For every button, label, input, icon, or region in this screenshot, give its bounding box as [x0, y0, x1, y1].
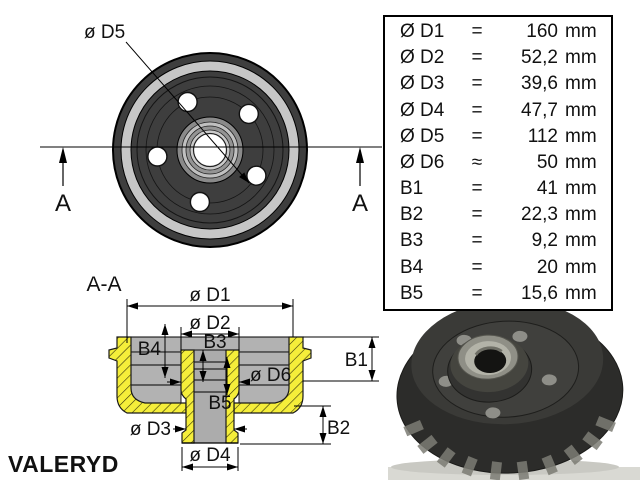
d4-label: ø D4 — [189, 445, 231, 466]
dim-relation: = — [471, 47, 483, 69]
bolt-holes — [147, 91, 267, 213]
section-dimensions — [126, 299, 379, 471]
front-view-drawing: ø D5 A A — [40, 22, 382, 248]
b1-label: B1 — [345, 350, 368, 371]
drum-photo-body — [396, 299, 624, 480]
dim-label: B3 — [400, 230, 424, 252]
d6-label: ø D6 — [250, 365, 291, 386]
dim-relation: = — [471, 178, 483, 200]
section-marker-left-label: A — [55, 190, 71, 217]
table-row: Ø D4 = 47,7 mm — [385, 99, 611, 123]
dim-value: 20 — [536, 256, 558, 278]
dim-relation: = — [471, 21, 483, 43]
dim-value: 41 — [536, 178, 558, 200]
center-bore — [192, 132, 228, 168]
d5-leader — [125, 41, 250, 184]
dim-unit: mm — [565, 282, 597, 304]
d3-label: ø D3 — [130, 419, 171, 440]
dim-value: 22,3 — [521, 204, 558, 226]
dim-unit: mm — [565, 125, 597, 147]
d1-label: ø D1 — [189, 285, 230, 306]
b4-label: B4 — [138, 339, 162, 360]
section-detail-lines — [117, 336, 303, 434]
dim-relation: = — [471, 256, 483, 278]
section-view-drawing: A-A — [86, 273, 379, 471]
table-row: Ø D1 = 160 mm — [385, 20, 611, 44]
dim-label: B4 — [400, 256, 424, 278]
dim-unit: mm — [565, 21, 597, 43]
table-row: Ø D3 = 39,6 mm — [385, 72, 611, 96]
hub-rings — [176, 116, 244, 184]
dim-value: 160 — [526, 21, 558, 43]
section-marker-left: A — [55, 147, 71, 217]
dim-relation: = — [471, 99, 483, 121]
section-gray-areas — [130, 336, 290, 444]
dim-relation: = — [471, 125, 483, 147]
dim-label: Ø D5 — [400, 125, 445, 147]
dim-relation: = — [471, 230, 483, 252]
product-photo — [388, 299, 640, 480]
dim-relation: = — [471, 282, 483, 304]
dim-label: B1 — [400, 178, 424, 200]
dim-relation: ≈ — [471, 151, 483, 173]
dim-unit: mm — [565, 73, 597, 95]
dim-unit: mm — [565, 99, 597, 121]
dim-value: 47,7 — [521, 99, 558, 121]
dim-label: B2 — [400, 204, 424, 226]
dim-unit: mm — [565, 151, 597, 173]
brand-logo: VALERYD — [8, 450, 178, 478]
section-marker-right: A — [352, 147, 368, 217]
dimension-table: Ø D1 = 160 mm Ø D2 = 52,2 mm Ø D3 = 39,6… — [383, 15, 613, 311]
dim-value: 112 — [527, 125, 558, 147]
dim-unit: mm — [565, 256, 597, 278]
table-row: B2 = 22,3 mm — [385, 203, 611, 227]
dim-label: Ø D3 — [400, 73, 445, 95]
dim-value: 15,6 — [521, 282, 558, 304]
dim-unit: mm — [565, 204, 597, 226]
table-row: Ø D2 = 52,2 mm — [385, 46, 611, 70]
b2-label: B2 — [327, 418, 350, 439]
dim-label: Ø D2 — [400, 47, 445, 69]
dim-label: Ø D1 — [400, 21, 445, 43]
section-marker-right-label: A — [352, 190, 368, 217]
dim-label: Ø D6 — [400, 151, 445, 173]
dim-unit: mm — [565, 230, 597, 252]
dim-value: 52,2 — [521, 47, 558, 69]
section-dimension-labels: ø D1 ø D2 B4 B3 B5 ø D6 B1 B2 ø D3 ø D4 — [130, 285, 368, 466]
brand-logo-text: VALERYD — [8, 451, 119, 477]
section-title: A-A — [86, 273, 121, 296]
drum-photo-hub — [447, 334, 533, 403]
dim-value: 39,6 — [521, 73, 558, 95]
dim-label: Ø D4 — [400, 99, 445, 121]
dim-unit: mm — [565, 178, 597, 200]
d5-dimension-label: ø D5 — [84, 22, 125, 43]
left-wall — [108, 336, 187, 414]
table-row: B1 = 41 mm — [385, 177, 611, 201]
table-row: Ø D5 = 112 mm — [385, 125, 611, 149]
dim-label: B5 — [400, 282, 424, 304]
dim-relation: = — [471, 204, 483, 226]
table-row: B3 = 9,2 mm — [385, 229, 611, 253]
dim-value: 50 — [536, 151, 558, 173]
table-row: B4 = 20 mm — [385, 256, 611, 280]
dim-relation: = — [471, 73, 483, 95]
drum-photo-bore — [474, 348, 507, 374]
b3-label: B3 — [203, 332, 226, 353]
dim-value: 9,2 — [531, 230, 558, 252]
right-wall — [233, 336, 312, 414]
dim-unit: mm — [565, 47, 597, 69]
drum-ribs — [403, 416, 616, 480]
table-row: Ø D6 ≈ 50 mm — [385, 151, 611, 175]
d2-label: ø D2 — [189, 313, 230, 334]
b5-label: B5 — [208, 393, 231, 414]
table-row: B5 = 15,6 mm — [385, 282, 611, 306]
section-cut-walls — [108, 336, 312, 444]
